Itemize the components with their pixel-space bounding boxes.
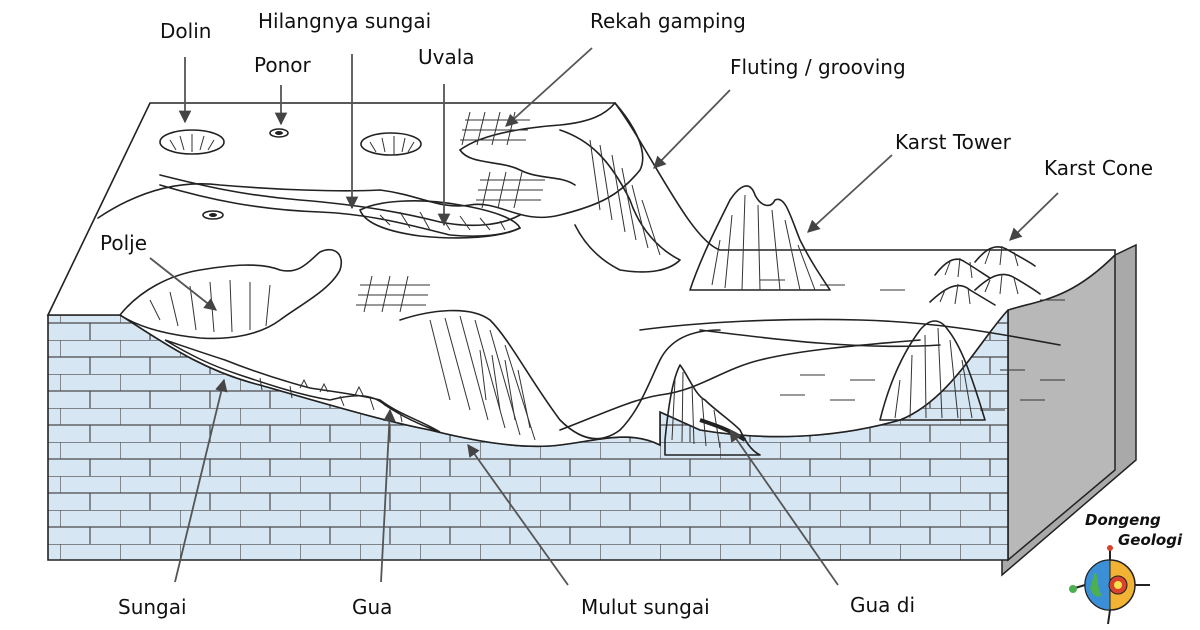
underground-cave — [164, 339, 441, 433]
karst-cones — [929, 245, 1041, 306]
label-polje: Polje — [100, 231, 147, 255]
label-mulut-sungai: Mulut sungai — [581, 595, 710, 619]
water-ripples — [760, 279, 1065, 411]
valley-grooves — [479, 349, 531, 429]
karst-tower-front — [879, 320, 986, 421]
label-rekah-gamping: Rekah gamping — [590, 9, 746, 33]
block-top-surface — [46, 102, 1116, 448]
label-uvala: Uvala — [418, 45, 475, 69]
karst-tower-back — [689, 185, 831, 291]
surface-river — [559, 339, 921, 431]
logo-text-line1: Dongeng — [1085, 511, 1161, 529]
label-sungai: Sungai — [118, 595, 187, 619]
label-dolin: Dolin — [160, 19, 211, 43]
label-gua-di: Gua di — [850, 593, 915, 617]
gua-di-arrow — [729, 428, 839, 586]
rekah-gamping-arrow — [505, 47, 593, 127]
fluting-arrow — [653, 89, 731, 169]
label-hilangnya-sungai: Hilangnya sungai — [258, 9, 431, 33]
fluting-cliff — [559, 129, 681, 273]
limestone-joints — [356, 111, 545, 313]
karst-tower-arrow — [807, 154, 893, 233]
mulut-sungai-arrow — [467, 443, 569, 586]
valley-slope — [399, 309, 721, 440]
sungai-arrow — [174, 378, 228, 583]
doline-2 — [360, 132, 422, 156]
polje-basin — [119, 248, 342, 340]
label-gua: Gua — [352, 595, 392, 619]
doline-1 — [159, 129, 225, 155]
polje-arrow — [149, 257, 217, 311]
ponor-hole-1 — [269, 128, 289, 138]
dongeng-geologi-logo: Dongeng Geologi — [1069, 511, 1183, 625]
label-ponor: Ponor — [254, 53, 311, 77]
gua-arrow — [380, 408, 396, 583]
uvala-depression — [359, 200, 521, 239]
label-karst-tower: Karst Tower — [895, 130, 1012, 154]
ponor-hole-2 — [202, 210, 224, 220]
earth-globe-icon — [1069, 545, 1150, 625]
label-fluting: Fluting / grooving — [730, 55, 906, 79]
label-karst-cone: Karst Cone — [1044, 156, 1153, 180]
logo-text-line2: Geologi — [1118, 531, 1183, 549]
karst-cone-arrow — [1009, 192, 1059, 241]
